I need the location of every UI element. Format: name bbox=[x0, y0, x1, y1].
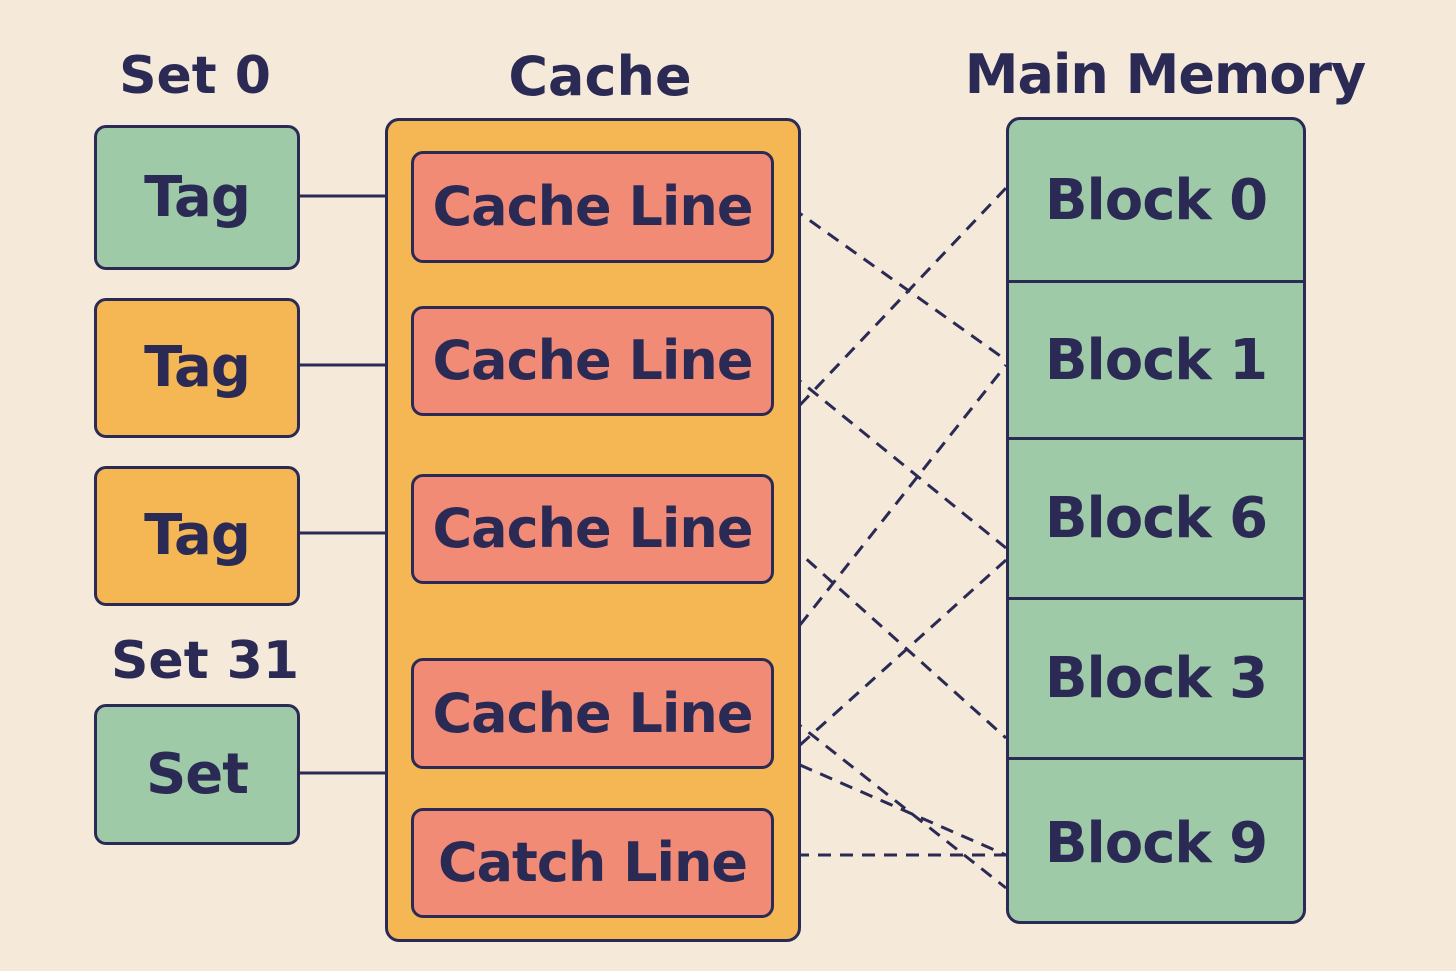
memory-block: Block 0 bbox=[1044, 167, 1268, 233]
tag-box: Tag bbox=[94, 466, 300, 606]
mapping-line bbox=[798, 364, 1008, 626]
memory-block: Block 3 bbox=[1009, 597, 1303, 757]
memory-block: Block 9 bbox=[1009, 757, 1303, 921]
memory-block: Block 6 bbox=[1009, 437, 1303, 597]
tag-box: Tag bbox=[94, 125, 300, 270]
mapping-line bbox=[773, 358, 1007, 550]
cache-line: Catch Line bbox=[411, 808, 774, 918]
tag-box: Tag bbox=[94, 298, 300, 438]
cache-heading: Cache bbox=[508, 45, 692, 108]
set-box: Set bbox=[94, 704, 300, 845]
mapping-line bbox=[798, 186, 1008, 407]
cache-line: Cache Line bbox=[411, 306, 774, 416]
main-memory-heading: Main Memory bbox=[964, 43, 1367, 106]
main-memory-container: Block 0 Block 1 Block 6 Block 3 Block 9 bbox=[1006, 117, 1306, 924]
mapping-line bbox=[799, 763, 1007, 857]
set-31-heading: Set 31 bbox=[110, 631, 300, 691]
cache-line: Cache Line bbox=[411, 474, 774, 584]
mapping-line bbox=[773, 193, 1007, 362]
cache-line: Cache Line bbox=[411, 658, 774, 769]
mapping-line bbox=[773, 703, 1007, 890]
cache-line: Cache Line bbox=[411, 151, 774, 263]
memory-block: Block 1 bbox=[1009, 280, 1303, 437]
set-0-heading: Set 0 bbox=[119, 46, 271, 106]
mapping-line bbox=[798, 558, 1008, 747]
mapping-line bbox=[772, 528, 1008, 740]
